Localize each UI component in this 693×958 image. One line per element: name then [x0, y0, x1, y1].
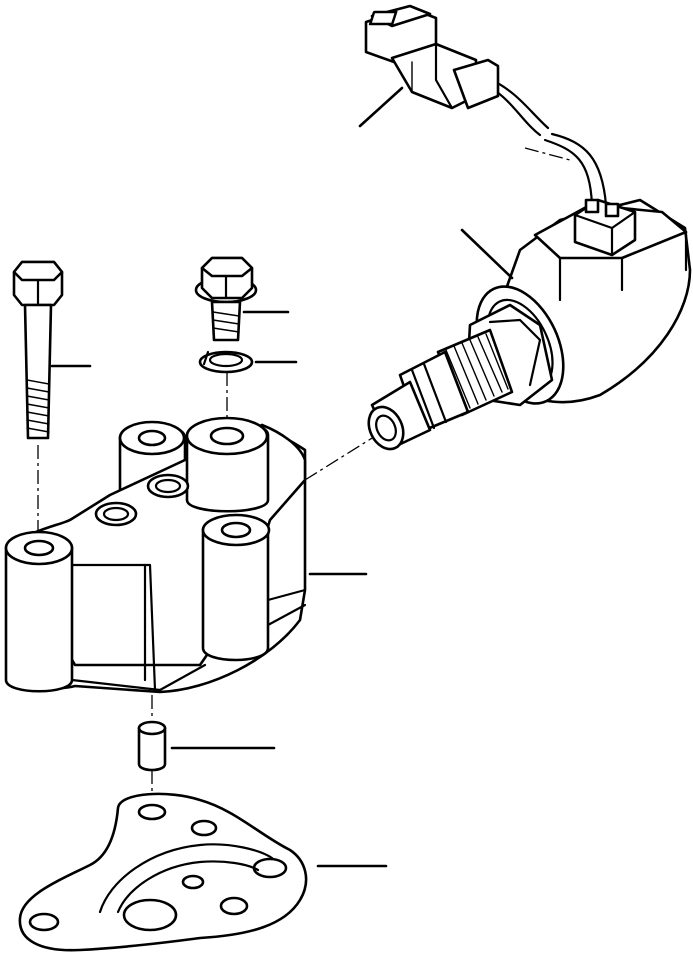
solenoid-valve-icon: [367, 198, 692, 451]
gasket-icon: [18, 792, 308, 952]
washer-icon: [198, 350, 254, 374]
solenoid-leader: [460, 228, 514, 280]
bolt-icon: [12, 260, 64, 440]
flange-bolt-icon: [194, 256, 258, 342]
pin-icon: [137, 720, 167, 772]
valve-block-icon: [4, 416, 307, 694]
connector-leader: [358, 86, 404, 128]
wire-connector-icon: [364, 4, 608, 207]
